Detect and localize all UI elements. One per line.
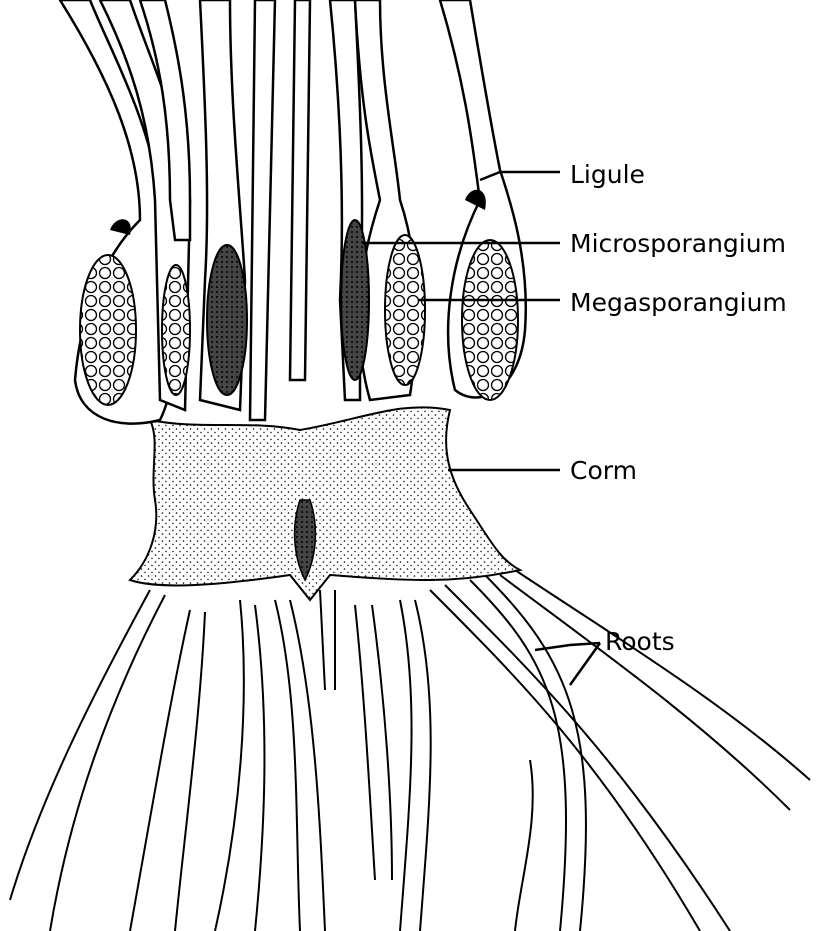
- label-microsporangium: Microsporangium: [570, 229, 786, 258]
- label-megasporangium: Megasporangium: [570, 288, 787, 317]
- corm-body: [128, 406, 523, 602]
- meristem: [293, 499, 317, 582]
- ligule-left: [110, 219, 131, 235]
- roots: [9, 569, 811, 931]
- label-corm: Corm: [570, 456, 637, 485]
- label-ligule: Ligule: [570, 160, 645, 189]
- leader-lines: [362, 170, 602, 686]
- sporangia: [79, 219, 519, 406]
- label-roots: Roots: [605, 627, 675, 656]
- ligule-right: [465, 189, 486, 210]
